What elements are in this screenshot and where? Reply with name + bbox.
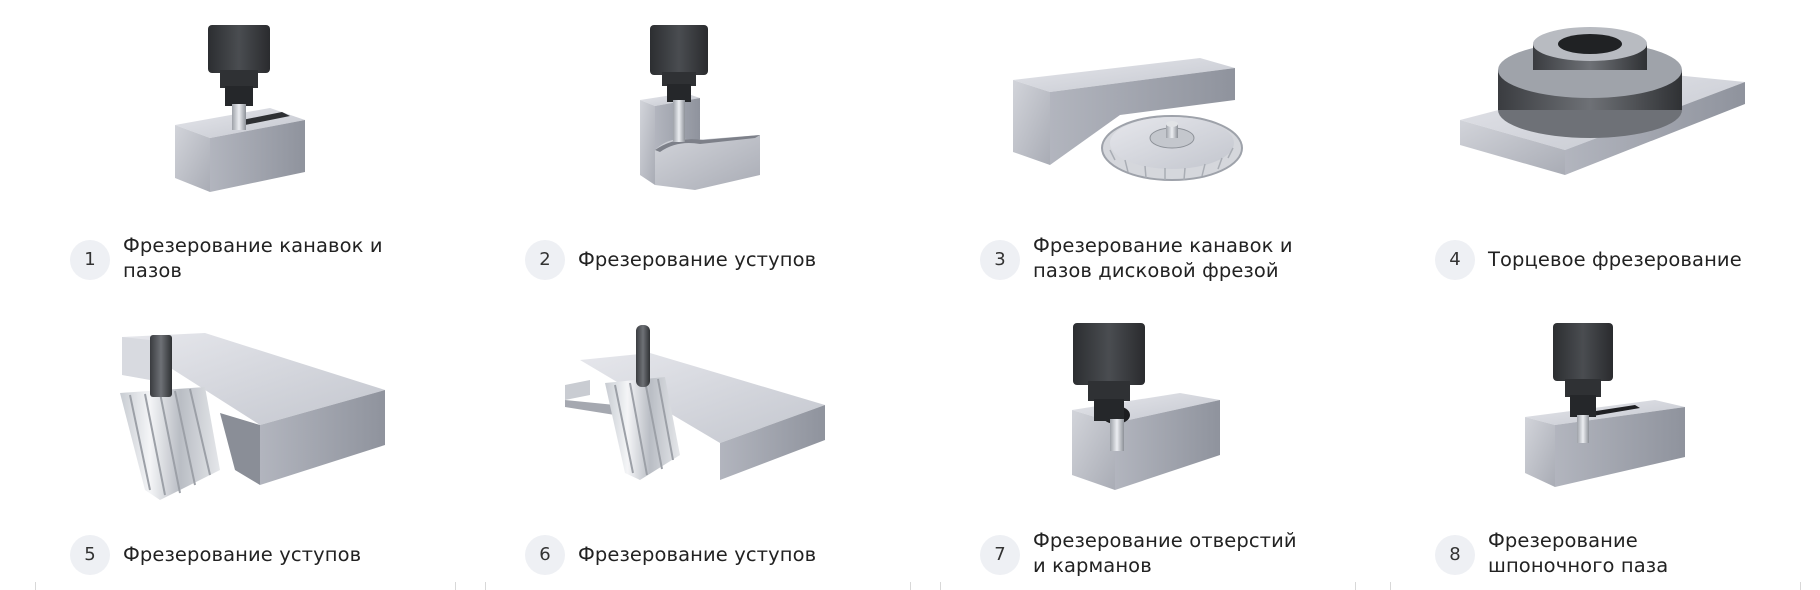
- operation-card-5: 5 Фрезерование уступов: [0, 295, 455, 590]
- operation-title: Фрезерование уступов: [123, 543, 362, 566]
- title-line: Фрезерование: [1488, 529, 1638, 552]
- hole-pocket-illustration: [910, 295, 1365, 510]
- operation-title: Фрезерование уступов: [578, 543, 817, 566]
- disc-cutter-slot-illustration: [910, 0, 1365, 215]
- operation-title: Торцевое фрезерование: [1488, 248, 1742, 271]
- step-milling-illustration: [455, 0, 910, 215]
- step-number-badge: 1: [70, 240, 110, 280]
- title-line: пазов: [123, 259, 182, 282]
- shoulder-milling-illustration-2: [455, 295, 910, 510]
- step-number-badge: 2: [525, 240, 565, 280]
- operation-label-2: 2 Фрезерование уступов: [455, 222, 910, 288]
- operation-label-8: 8 Фрезерование шпоночного паза: [1365, 517, 1820, 583]
- divider-tick: [940, 582, 941, 590]
- divider-tick: [1800, 582, 1801, 590]
- step-number-badge: 7: [980, 535, 1020, 575]
- title-line: Фрезерование канавок и: [123, 234, 383, 257]
- operation-card-7: 7 Фрезерование отверстий и карманов: [910, 295, 1365, 590]
- face-milling-illustration: [1365, 0, 1820, 215]
- operation-card-6: 6 Фрезерование уступов: [455, 295, 910, 590]
- slot-milling-illustration: [0, 0, 455, 215]
- divider-tick: [455, 582, 456, 590]
- operation-title: Фрезерование уступов: [578, 248, 817, 271]
- operation-card-3: 3 Фрезерование канавок и пазов дисковой …: [910, 0, 1365, 295]
- operation-card-2: 2 Фрезерование уступов: [455, 0, 910, 295]
- step-number-badge: 4: [1435, 240, 1475, 280]
- divider-tick: [910, 582, 911, 590]
- title-line: пазов дисковой фрезой: [1033, 259, 1279, 282]
- title-line: Фрезерование отверстий: [1033, 529, 1297, 552]
- operation-title: Фрезерование канавок и пазов дисковой фр…: [1033, 233, 1353, 283]
- operation-label-7: 7 Фрезерование отверстий и карманов: [910, 517, 1365, 583]
- title-line: шпоночного паза: [1488, 554, 1669, 577]
- operation-card-1: 1 Фрезерование канавок и пазов: [0, 0, 455, 295]
- operation-label-3: 3 Фрезерование канавок и пазов дисковой …: [910, 222, 1365, 288]
- title-line: и карманов: [1033, 554, 1152, 577]
- step-number-badge: 5: [70, 535, 110, 575]
- divider-tick: [1390, 582, 1391, 590]
- operation-title: Фрезерование отверстий и карманов: [1033, 528, 1353, 578]
- step-number-badge: 6: [525, 535, 565, 575]
- divider-tick: [1355, 582, 1356, 590]
- operation-label-5: 5 Фрезерование уступов: [0, 517, 455, 583]
- operation-title: Фрезерование шпоночного паза: [1488, 528, 1808, 578]
- keyway-milling-illustration: [1365, 295, 1820, 510]
- title-line: Фрезерование канавок и: [1033, 234, 1293, 257]
- divider-tick: [35, 582, 36, 590]
- step-number-badge: 3: [980, 240, 1020, 280]
- step-number-badge: 8: [1435, 535, 1475, 575]
- operation-card-4: 4 Торцевое фрезерование: [1365, 0, 1820, 295]
- shoulder-milling-illustration: [0, 295, 455, 510]
- operation-label-1: 1 Фрезерование канавок и пазов: [0, 222, 455, 288]
- operation-label-4: 4 Торцевое фрезерование: [1365, 222, 1820, 288]
- divider-tick: [485, 582, 486, 590]
- operation-label-6: 6 Фрезерование уступов: [455, 517, 910, 583]
- operation-card-8: 8 Фрезерование шпоночного паза: [1365, 295, 1820, 590]
- operation-title: Фрезерование канавок и пазов: [123, 233, 443, 283]
